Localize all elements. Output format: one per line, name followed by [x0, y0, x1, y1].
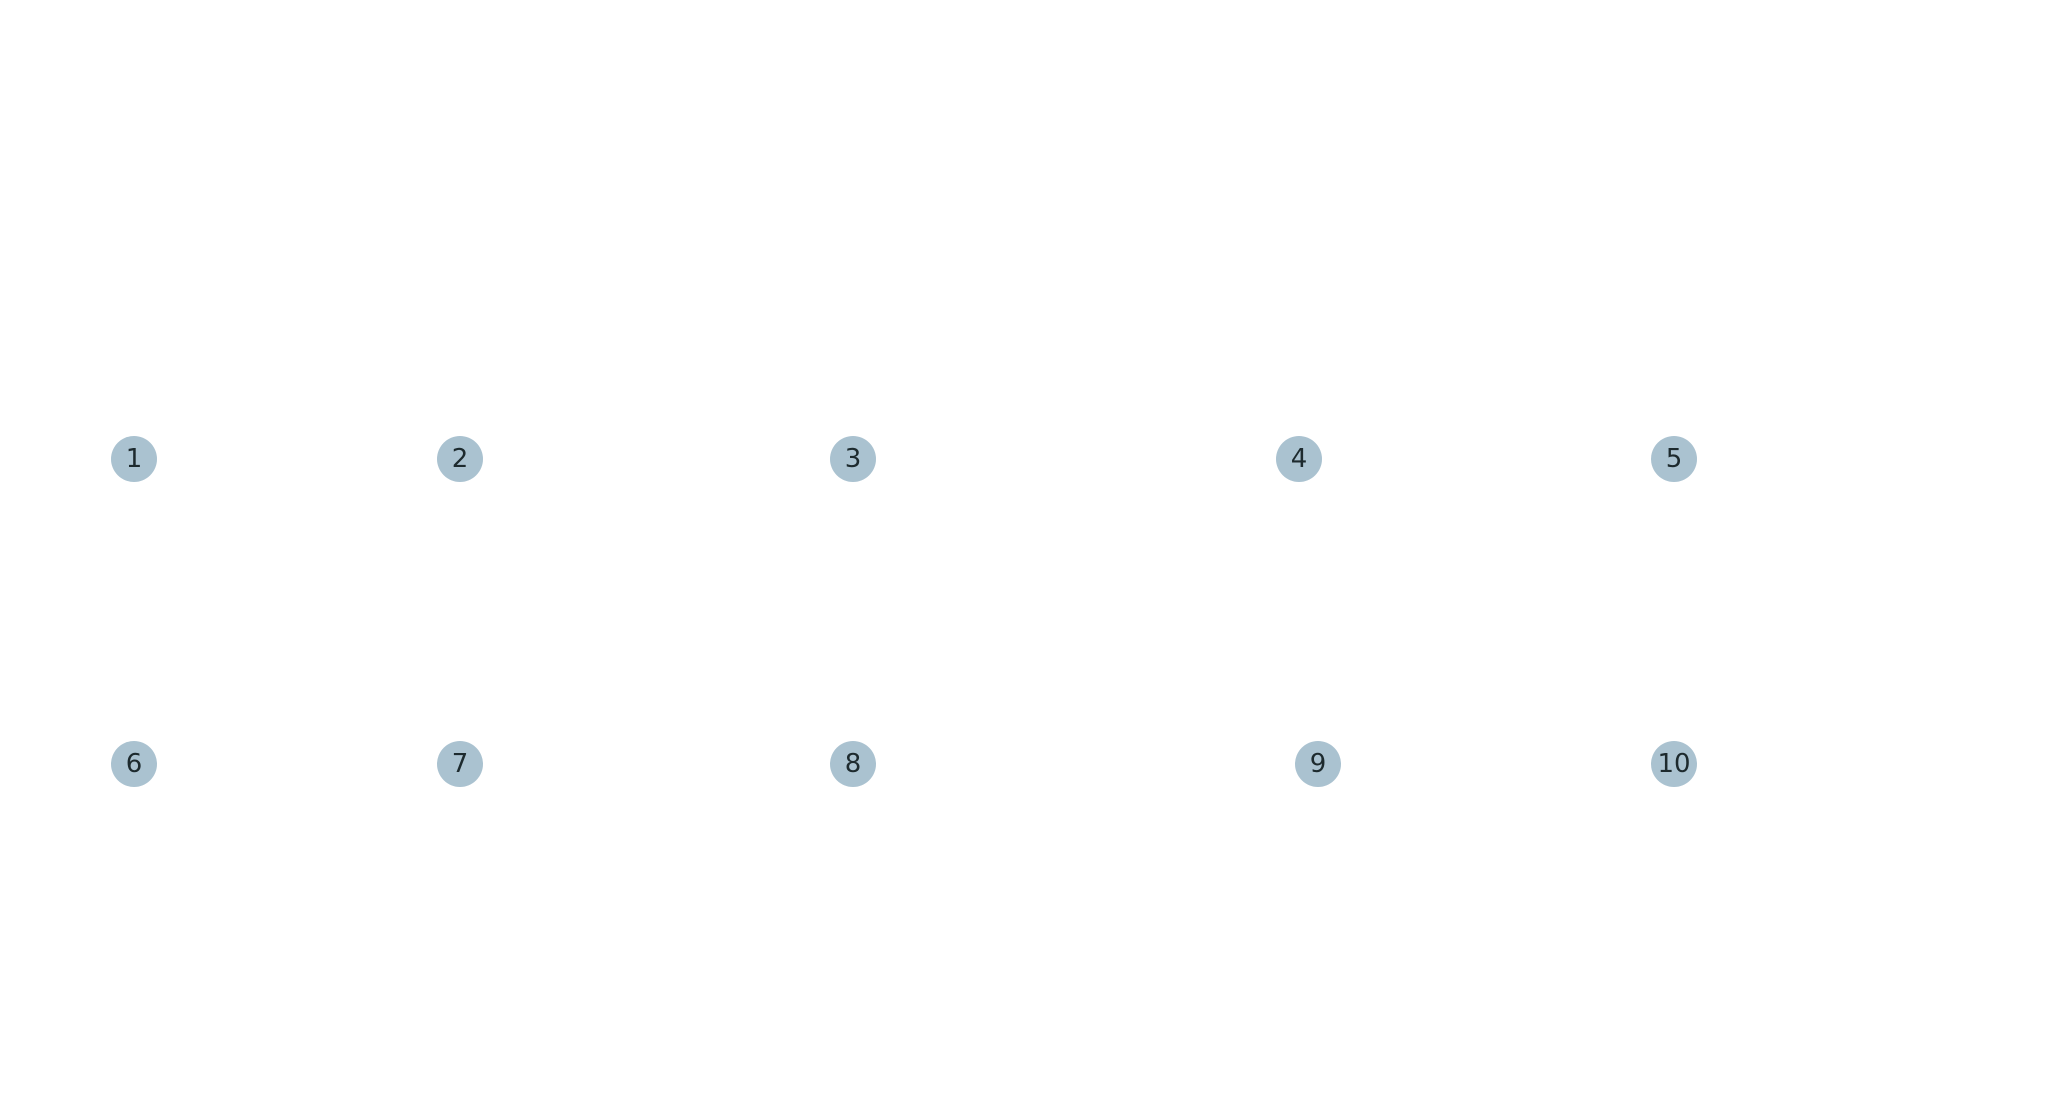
marker-8[interactable]: 8 [830, 741, 876, 787]
marker-7[interactable]: 7 [437, 741, 483, 787]
marker-2[interactable]: 2 [437, 436, 483, 482]
marker-10[interactable]: 10 [1651, 741, 1697, 787]
marker-3[interactable]: 3 [830, 436, 876, 482]
marker-4[interactable]: 4 [1276, 436, 1322, 482]
marker-5[interactable]: 5 [1651, 436, 1697, 482]
marker-6[interactable]: 6 [111, 741, 157, 787]
marker-9[interactable]: 9 [1295, 741, 1341, 787]
marker-1[interactable]: 1 [111, 436, 157, 482]
